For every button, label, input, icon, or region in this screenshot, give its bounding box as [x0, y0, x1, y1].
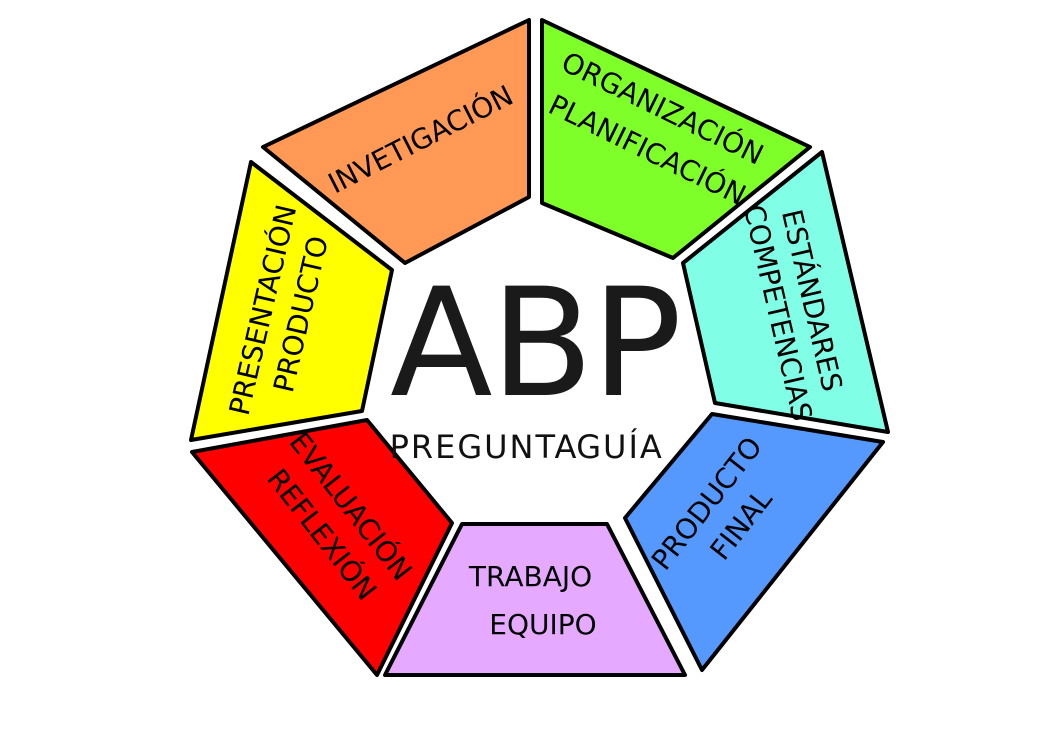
segment-shape [383, 522, 687, 677]
segment-estandares: ESTÁNDARES COMPETENCIAS [681, 150, 890, 434]
segment-label: TRABAJO EQUIPO [468, 560, 601, 641]
segment-presentacion: PRESENTACIÓN PRODUCTO [189, 160, 394, 442]
segment-trabajo-equipo: TRABAJO EQUIPO [383, 522, 687, 677]
center-subtitle-word1: PREGUNTA [390, 428, 579, 466]
segment-shape [681, 150, 890, 434]
segment-shape [189, 160, 394, 442]
center-title: ABP [390, 257, 680, 431]
segment-shape [190, 418, 454, 677]
segment-shape [261, 18, 531, 265]
center-subtitle-word2: GUÍA [576, 428, 664, 466]
segment-shape [623, 412, 885, 672]
segment-shape [540, 18, 812, 260]
center-hub: ABP PREGUNTA GUÍA [390, 257, 682, 466]
